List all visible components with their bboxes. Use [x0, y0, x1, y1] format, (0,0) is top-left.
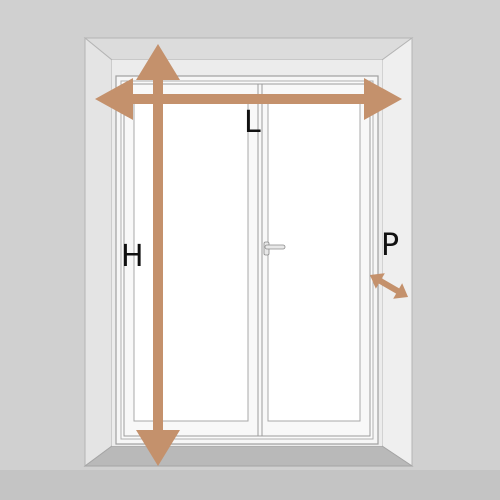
floor-band: [0, 470, 500, 500]
door-handle-icon: [263, 241, 286, 256]
width-label: L: [244, 105, 261, 140]
height-label: H: [121, 239, 144, 274]
depth-label: P: [381, 228, 400, 263]
width-arrow: [95, 78, 402, 120]
height-arrow: [136, 44, 180, 466]
sill: [83, 445, 414, 467]
left-glass: [133, 98, 249, 422]
depth-arrow: [369, 273, 409, 299]
right-glass: [267, 98, 361, 422]
recess-top: [83, 37, 414, 61]
